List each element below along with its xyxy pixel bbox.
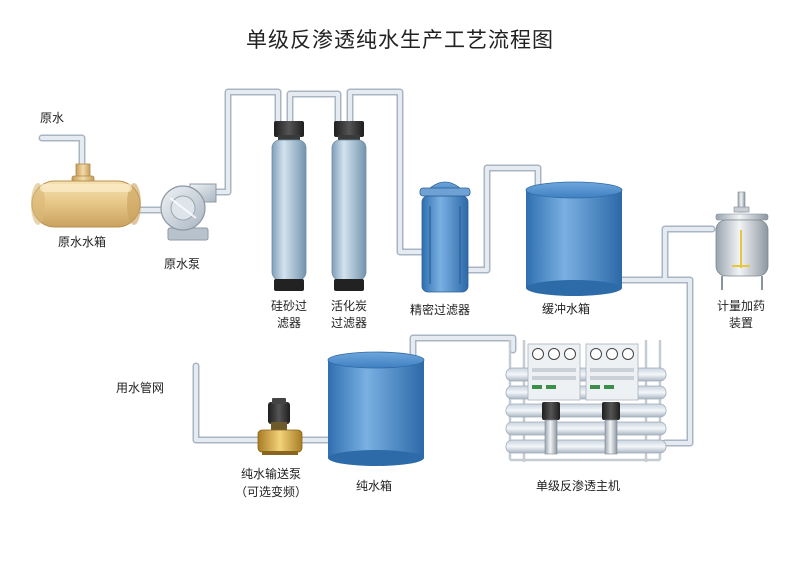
label-carbon-filter-line1: 活化炭 — [330, 299, 367, 313]
dosing-unit — [715, 191, 769, 290]
pipe-dosing — [661, 225, 716, 281]
raw-water-tank — [31, 163, 141, 228]
label-pure-pump-line2: （可选变频） — [234, 485, 307, 499]
ro-control-panel-left — [527, 343, 581, 401]
label-raw-water-tank: 原水水箱 — [58, 235, 107, 249]
carbon-filter — [331, 121, 367, 291]
label-dosing-line2: 装置 — [728, 316, 753, 330]
pure-water-pump — [257, 398, 303, 455]
label-pure-water-tank: 纯水箱 — [356, 479, 393, 493]
precision-filter — [419, 181, 471, 293]
label-carbon-filter-line2: 过滤器 — [330, 316, 367, 330]
pipes — [38, 88, 716, 447]
label-buffer-tank: 缓冲水箱 — [542, 302, 591, 316]
buffer-tank — [525, 181, 623, 296]
pipe-pump-to-network — [192, 362, 264, 444]
pipe-ro-to-pure — [409, 334, 517, 364]
pipe-pump-to-sand — [208, 88, 282, 196]
pipe-sand-to-carbon — [286, 90, 342, 126]
diagram-title: 单级反渗透纯水生产工艺流程图 — [246, 28, 554, 52]
ro-control-panel-right — [585, 343, 639, 401]
label-pure-pump-line1: 纯水输送泵 — [240, 467, 301, 481]
label-raw-water: 原水 — [40, 111, 65, 125]
label-sand-filter-line1: 硅砂过 — [270, 299, 307, 313]
label-dosing-line1: 计量加药 — [716, 299, 765, 313]
raw-water-pump — [160, 183, 217, 241]
label-sand-filter-line2: 滤器 — [276, 316, 301, 330]
label-raw-water-pump: 原水泵 — [164, 257, 201, 271]
label-precision-filter: 精密过滤器 — [410, 303, 471, 317]
label-water-network: 用水管网 — [116, 381, 165, 395]
label-ro-main-unit: 单级反渗透主机 — [536, 479, 621, 493]
ro-high-pressure-pumps — [542, 402, 620, 455]
pure-water-tank — [327, 351, 425, 466]
pipe-raw-water-inlet — [38, 134, 86, 170]
sand-filter — [271, 121, 307, 291]
ro-main-unit — [505, 340, 667, 462]
